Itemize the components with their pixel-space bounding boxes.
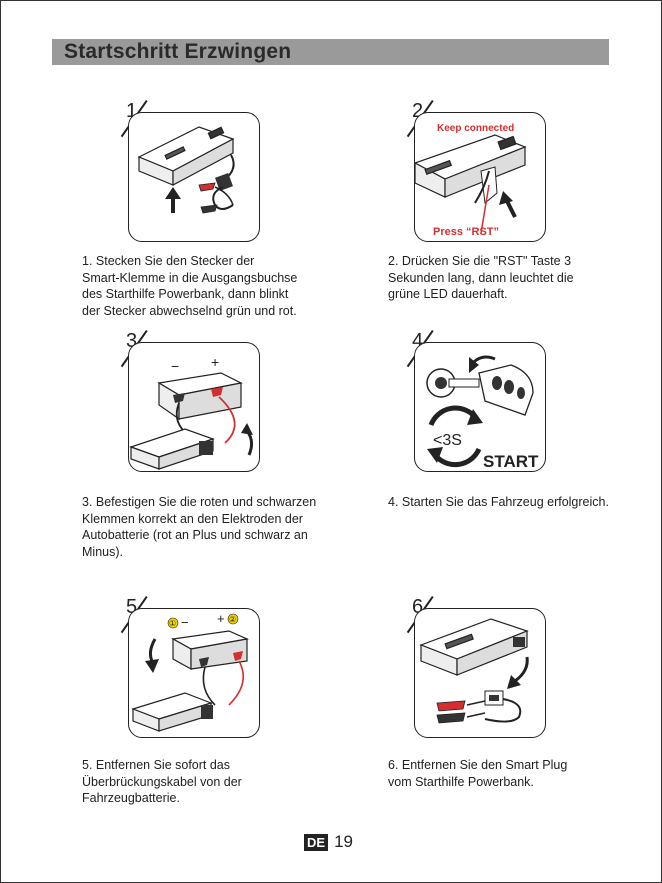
car-battery-icon [171, 630, 250, 671]
minus-label: − [181, 615, 189, 630]
caption-line: grüne LED dauerhaft. [388, 287, 508, 301]
step-3-caption: 3. Befestigen Sie die roten und schwarze… [82, 494, 352, 560]
step-number: 4 [412, 330, 424, 352]
black-clamp-icon [436, 712, 466, 724]
battery-disconnect-icon: ① − + ② [131, 611, 250, 732]
arrow-down-icon [507, 656, 529, 689]
page-number: 19 [334, 832, 353, 851]
order-1-badge: ① [169, 619, 176, 628]
minus-label: − [171, 358, 179, 374]
red-clamp-icon [198, 182, 216, 192]
step-1-caption: 1. Stecken Sie den Stecker der Smart-Kle… [82, 253, 352, 319]
step-4-caption: 4. Starten Sie das Fahrzeug erfolgreich. [388, 494, 658, 511]
caption-line: Autobatterie (rot an Plus und schwarz an [82, 528, 308, 542]
step-5-caption: 5. Entfernen Sie sofort das Überbrückung… [82, 757, 352, 807]
plus-label: + [211, 354, 219, 370]
caption-line: Klemmen korrekt an den Elektroden der [82, 511, 303, 526]
step-6-caption: 6. Entfernen Sie den Smart Plug vom Star… [388, 757, 658, 790]
car-key-start-icon: <3S START [426, 355, 539, 471]
caption-line: Smart-Klemme in die Ausgangsbuchse [82, 270, 298, 285]
unplug-clamp-icon [419, 618, 529, 724]
arrow-up-icon [165, 187, 181, 213]
step-number: 2 [412, 100, 424, 122]
caption-line: Überbrückungskabel von der [82, 774, 242, 789]
arrow-up-icon [241, 423, 254, 456]
language-badge: DE [304, 833, 329, 851]
page-title: Startschritt Erzwingen [64, 40, 292, 63]
step-6-illustration [414, 608, 546, 738]
rotate-arrows-icon [427, 405, 483, 468]
caption-line: Minus). [82, 544, 123, 559]
car-battery-icon [157, 372, 243, 421]
step-1-illustration [128, 112, 260, 242]
press-rst-label: Press “RST” [433, 226, 499, 238]
step-2-caption: 2. Drücken Sie die "RST" Taste 3 Sekunde… [388, 253, 658, 303]
caption-line: 1. Stecken Sie den Stecker der [82, 254, 255, 268]
powerbank-clamp-icon [137, 126, 235, 214]
step-number: 5 [126, 596, 138, 618]
arrow-down-icon [145, 638, 159, 673]
caption-line: 3. Befestigen Sie die roten und schwarze… [82, 495, 317, 509]
keep-connected-label: Keep connected [437, 123, 514, 134]
rst-button-icon: Keep connected Press “RST” [415, 123, 527, 238]
step-2-illustration: Keep connected Press “RST” [414, 112, 546, 242]
caption-line: der Stecker abwechselnd grün und rot. [82, 303, 297, 318]
step-number: 3 [126, 330, 138, 352]
caption-line: des Starthilfe Powerbank, dann blinkt [82, 287, 289, 301]
caption-line: 4. Starten Sie das Fahrzeug erfolgreich. [388, 495, 609, 509]
caption-line: 6. Entfernen Sie den Smart Plug [388, 758, 568, 772]
timer-label: <3S [433, 432, 462, 449]
step-4-illustration: <3S START [414, 342, 546, 472]
caption-line: vom Starthilfe Powerbank. [388, 774, 534, 789]
black-clamp-icon [200, 204, 218, 214]
caption-line: 5. Entfernen Sie sofort das [82, 758, 231, 772]
powerbank-icon [131, 692, 213, 732]
powerbank-icon [419, 618, 529, 676]
step-number: 1 [126, 100, 138, 122]
section-title-bar: Startschritt Erzwingen [52, 39, 609, 65]
arrow-press-icon [499, 191, 517, 218]
car-key-icon [448, 364, 534, 416]
plus-label: + [217, 611, 225, 626]
caption-line: Sekunden lang, dann leuchtet die [388, 270, 574, 285]
caption-line: 2. Drücken Sie die "RST" Taste 3 [388, 254, 572, 268]
red-clamp-icon [436, 700, 466, 712]
step-number: 6 [412, 596, 424, 618]
caption-line: Fahrzeugbatterie. [82, 791, 180, 805]
battery-connect-icon: − + [129, 354, 254, 470]
step-5-illustration: ① − + ② [128, 608, 260, 738]
step-3-illustration: − + [128, 342, 260, 472]
page-footer: DE 19 [304, 832, 353, 852]
start-label: START [483, 452, 539, 471]
order-2-badge: ② [229, 615, 236, 624]
